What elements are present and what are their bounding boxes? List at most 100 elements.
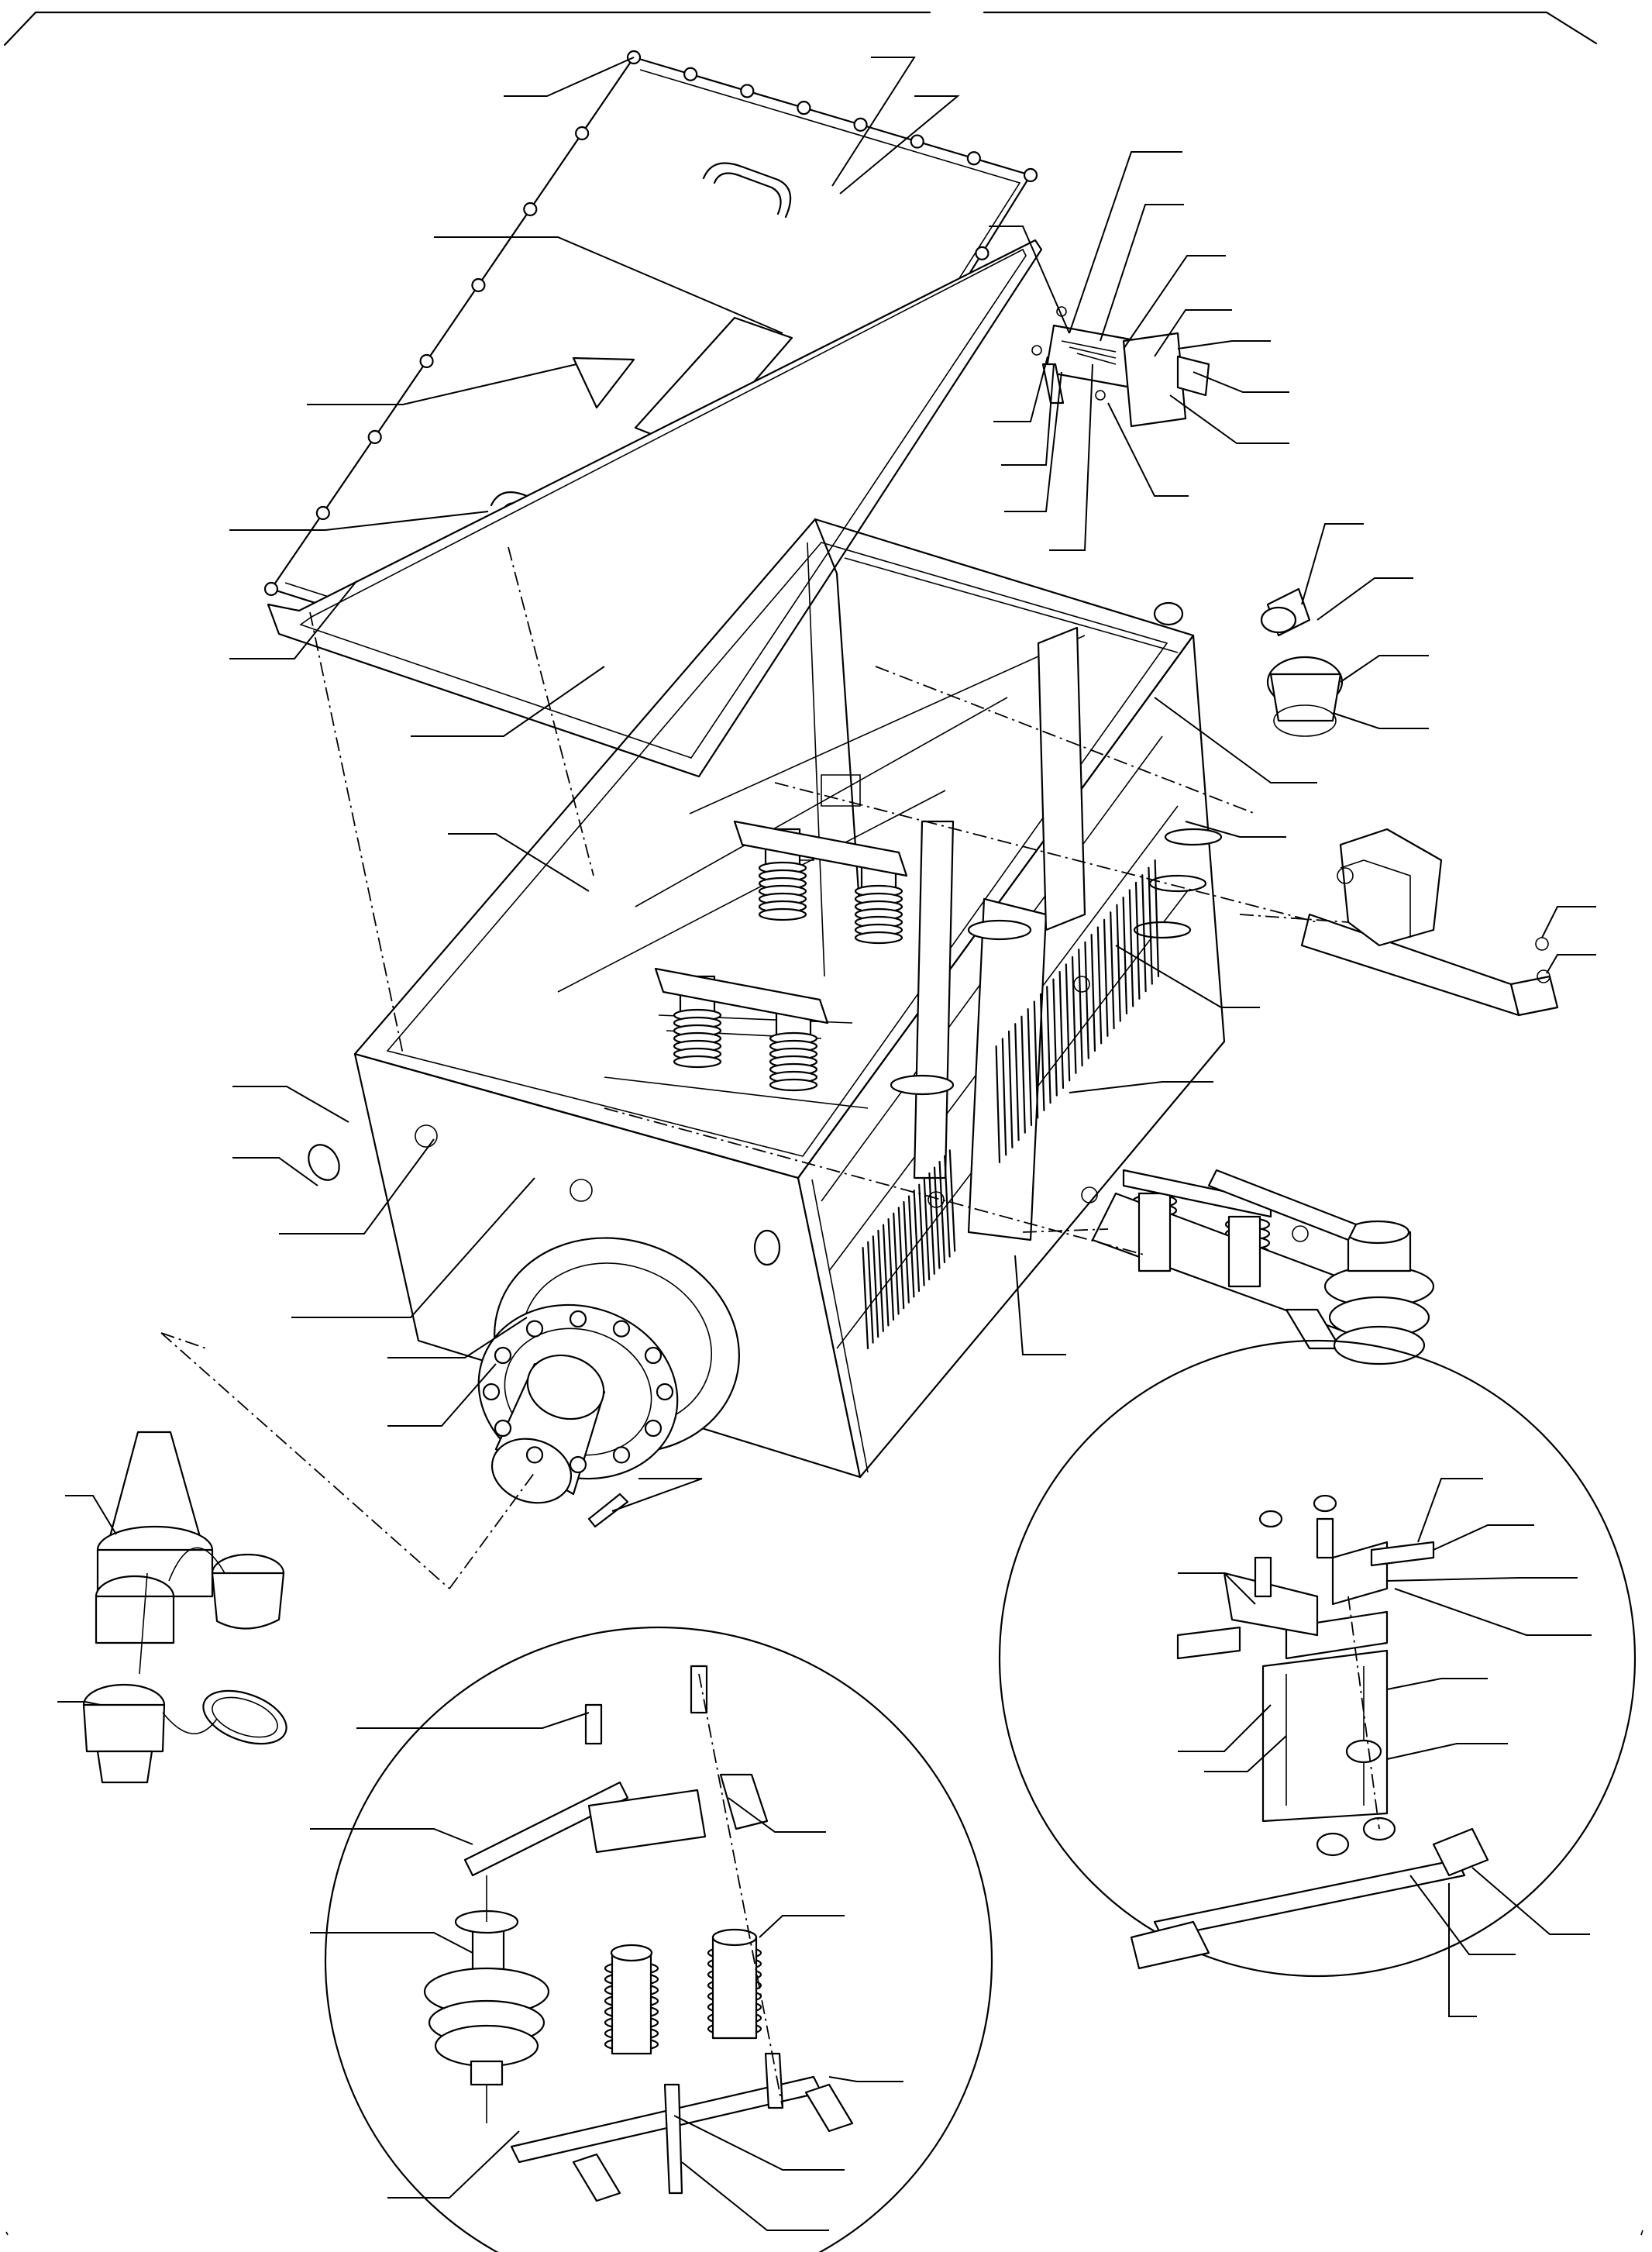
callout-leader [1394,1588,1592,1636]
cover-bolt [419,353,434,369]
callout-leader [1069,151,1182,334]
callout-leader [1004,371,1062,512]
callout-leader [291,1177,535,1318]
vent-fin [995,1045,1001,1164]
flange-bolt [612,1320,631,1338]
callout-leader [759,1915,845,1938]
callout-leader [1546,954,1596,974]
cover-bolt [683,67,698,81]
vent-fin [862,1247,869,1350]
border-frame [3,11,1643,2236]
detail-view-left [325,1627,993,2252]
cover-bolt [966,151,981,166]
flange-bolt [569,1455,587,1474]
callout-leader [1316,577,1413,621]
vent-fin [933,1166,941,1269]
cover-bolt [853,117,868,132]
vent-fin [1046,986,1051,1104]
callout-leader [728,1797,826,1833]
vent-fin [1122,896,1128,1015]
flange-bolt [525,1320,544,1338]
vent-fin [1148,866,1153,985]
support-bracket [1239,828,1559,1017]
callout-leader [57,1701,102,1706]
cover-bolt [975,246,989,260]
vent-fin [1084,941,1089,1059]
callout-leader [411,666,605,737]
callout-leader [1123,255,1226,350]
cable-gland [1260,587,1344,737]
vent-fin [872,1235,879,1338]
lifting-eyes [308,601,1184,1266]
callout-leader [1115,945,1260,1008]
flange-bolts [482,1310,674,1474]
callout-leader [387,2130,520,2199]
callout-leader [828,2076,903,2082]
callout-leader [1332,712,1429,729]
callout-leader [387,1363,497,1427]
callout-leader [1178,1704,1272,1752]
callout-leader [1417,1478,1483,1543]
callout-leader [310,1932,473,1954]
vent-fin [867,1241,874,1344]
callout-leader [1301,523,1364,605]
vent-fin [887,1218,895,1321]
callout-leader [307,363,577,405]
detail-view-right [998,1339,1637,1978]
callout-leader [1471,1867,1590,1935]
vent-fin [893,1212,900,1315]
vent-fin [1154,859,1160,978]
vent-fin [1128,889,1134,1007]
callout-leader [356,1712,590,1729]
callout-leader [1049,363,1093,551]
cover-bolt [575,126,590,141]
vent-fin [1020,1015,1026,1134]
vent-fin [1134,881,1141,1000]
insulator-shed [758,907,807,921]
callout-leader [1433,1524,1534,1551]
vent-fins-lower [862,1149,956,1350]
cover-bolt [471,277,486,293]
callout-leader [831,57,916,187]
vent-fin [918,1183,925,1286]
vent-fin [928,1172,935,1275]
flange-bolt [612,1446,631,1464]
vent-fin [1001,1038,1007,1156]
flange-bolt [494,1419,512,1438]
flange-bolt [482,1383,501,1401]
construction-lines [309,546,1318,1256]
vent-fin [877,1229,884,1332]
vent-fin [1065,963,1071,1082]
cover-bolt [315,505,330,521]
callout-leader [1386,1577,1578,1582]
cover-bolt [797,101,811,115]
callout-leader [1100,204,1184,342]
vent-fin [1103,918,1109,1037]
callout-leader [1386,1678,1488,1690]
flange-assembly [477,1237,740,1528]
vent-fin [1027,1007,1033,1127]
flange-bolt [644,1419,663,1438]
insulator-shed [673,1055,722,1069]
callout-leader [1014,1255,1066,1355]
callout-leader [229,580,357,659]
vent-fin [1110,911,1115,1030]
vent-fins-upper [995,859,1160,1164]
callout-leader [673,2115,845,2171]
callout-leader [65,1495,117,1535]
vent-fin [1058,970,1065,1090]
cover-bolt [263,581,279,597]
callout-leader [1541,906,1596,938]
vent-fin [948,1149,956,1252]
vent-fin [1014,1023,1020,1141]
callout-leader [1107,402,1189,497]
vent-fin [1096,926,1103,1045]
vent-fin [903,1200,910,1303]
flange-bolt [644,1346,663,1365]
vent-fin [1141,874,1147,993]
callout-leader [1154,697,1317,783]
callout-leader [232,1086,349,1123]
cover-bolt [367,429,382,445]
callout-leader [1386,1743,1508,1760]
vent-fin [882,1224,890,1327]
